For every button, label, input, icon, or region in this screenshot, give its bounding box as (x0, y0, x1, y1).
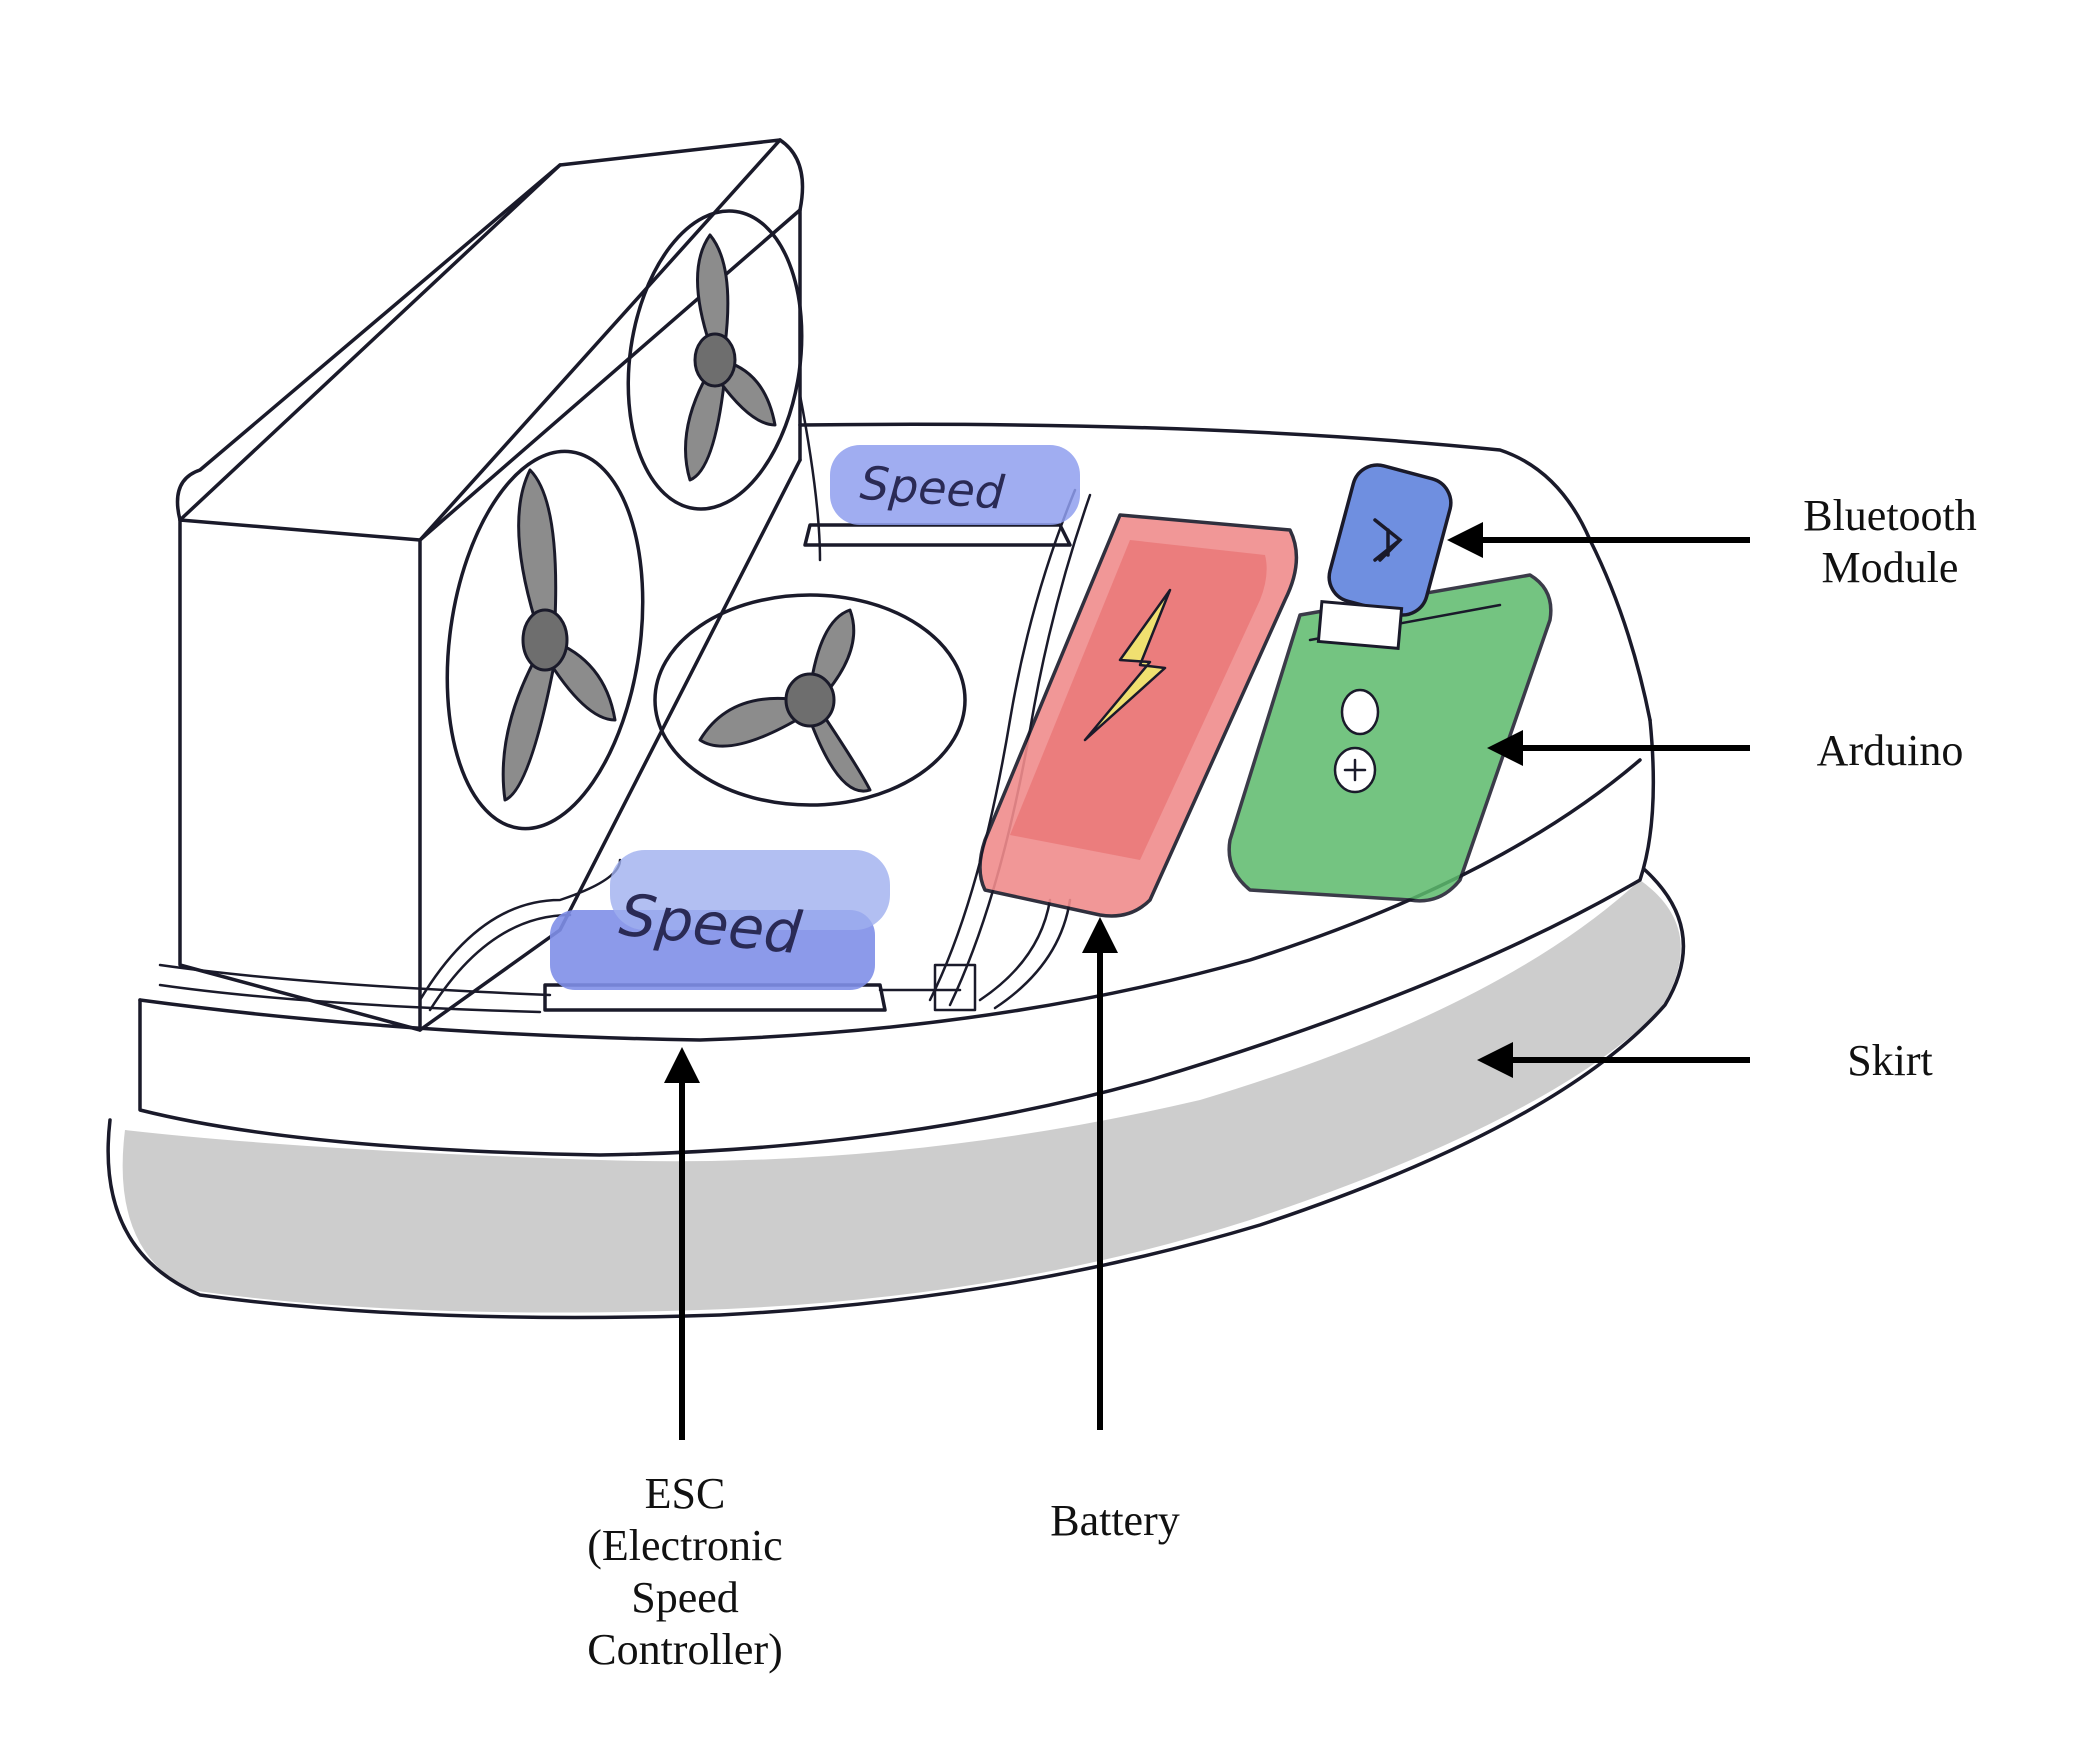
skirt-label: Skirt (1847, 1036, 1933, 1085)
esc-bottom: Speed (543, 850, 890, 1012)
fan-housing (175, 138, 805, 1032)
fan-icon (445, 449, 645, 831)
fan-icon (653, 593, 967, 807)
esc-top-text: Speed (858, 456, 1006, 520)
skirt (106, 868, 1686, 1320)
battery (978, 513, 1299, 918)
lightning-bolt-icon (1083, 588, 1172, 742)
esc-top: Speed (803, 445, 1080, 547)
battery-label: Battery (1050, 1496, 1180, 1545)
bluetooth-module (1316, 463, 1453, 651)
arduino-label: Arduino (1816, 726, 1964, 775)
bluetooth-module-label: Bluetooth Module (1803, 491, 1977, 592)
bluetooth-icon (1373, 518, 1403, 562)
esc-label: ESC (Electronic Speed Controller) (587, 1469, 783, 1674)
fan-icon (626, 209, 804, 511)
arduino (1227, 573, 1553, 903)
